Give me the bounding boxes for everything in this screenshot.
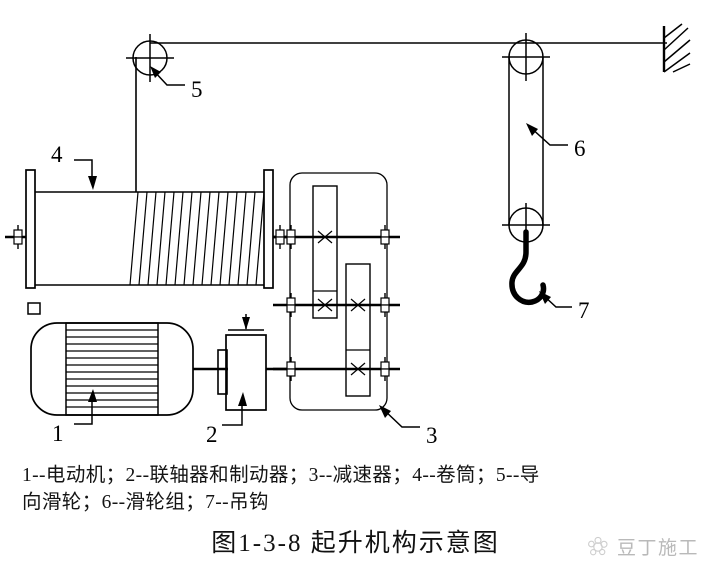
- drum-bearing-right: [275, 225, 285, 249]
- callout-label-7: 7: [578, 298, 590, 323]
- callout-label-4: 4: [51, 142, 63, 167]
- drum-bearing-left: [13, 225, 23, 249]
- gearbox-bearing-upper-left: [286, 225, 296, 249]
- drum-rope-coils: [129, 191, 265, 286]
- leader-arrowhead-2: [238, 392, 247, 406]
- gearbox-bearing-upper-right: [380, 225, 390, 249]
- callout-label-6: 6: [574, 136, 586, 161]
- coupling-brake-flange: [217, 349, 228, 395]
- hook-assembly: [509, 229, 547, 306]
- gearbox-gear-lower-right: [345, 263, 371, 397]
- gear-x-mark-upper-left: [317, 230, 333, 244]
- leader-arrowhead-3: [379, 405, 391, 418]
- watermark: 豆丁施工: [586, 533, 699, 560]
- leader-line-1: [74, 398, 93, 425]
- callout-leaders: [74, 66, 572, 428]
- wall-anchor: [662, 23, 691, 73]
- pulley-block-assembly: [502, 33, 550, 247]
- hook-shank-and-curve: [509, 229, 547, 306]
- callout-label-2: 2: [206, 422, 218, 447]
- motor-core: [65, 322, 159, 416]
- figure-title: 图1-3-8 起升机构示意图: [211, 530, 500, 557]
- gear-x-mark-lower-right-mid: [350, 298, 366, 312]
- gear-x-mark-lower-right: [350, 362, 366, 376]
- flower-logo-icon: [586, 535, 610, 559]
- leader-line-6: [529, 126, 568, 146]
- gearbox-bearing-middle-left: [286, 293, 296, 317]
- gearbox-bearing-lower-left: [286, 357, 296, 381]
- motor-cooling-fins: [66, 329, 158, 408]
- wall-anchor-hatching: [663, 23, 691, 73]
- callout-label-5: 5: [191, 77, 203, 102]
- gearbox-housing: [289, 172, 388, 411]
- coupling-brake-body: [225, 334, 267, 411]
- figure-title-row: 图1-3-8 起升机构示意图 豆丁施工: [0, 527, 711, 569]
- motor-assembly: [27, 302, 228, 416]
- callout-label-3: 3: [426, 423, 438, 448]
- gear-x-mark-upper-left-mid: [317, 298, 333, 312]
- figure-caption: 1--电动机；2--联轴器和制动器；3--减速器；4--卷筒；5--导 向滑轮；…: [22, 462, 694, 516]
- callout-label-1: 1: [52, 421, 64, 446]
- gearbox-gear-upper-left: [312, 185, 338, 319]
- leader-line-4: [74, 159, 93, 180]
- motor-terminal-box: [27, 302, 41, 315]
- leader-arrowhead-7: [539, 291, 551, 304]
- caption-line-2: 向滑轮；6--滑轮组；7--吊钩: [22, 492, 269, 513]
- watermark-text: 豆丁施工: [616, 538, 699, 559]
- caption-line-1: 1--电动机；2--联轴器和制动器；3--减速器；4--卷筒；5--导: [22, 465, 540, 486]
- brake-actuator-arrowhead: [242, 317, 250, 330]
- gearbox-bearing-middle-right: [380, 293, 390, 317]
- leader-arrowhead-4: [88, 176, 97, 190]
- leader-arrowhead-5: [150, 66, 161, 78]
- drum-assembly: [5, 169, 292, 289]
- gearbox-bearing-lower-right: [380, 357, 390, 381]
- leader-arrowhead-6: [526, 123, 538, 136]
- leader-arrowhead-1: [88, 389, 97, 402]
- drum-flange-right: [263, 169, 274, 289]
- leader-line-2: [222, 402, 243, 426]
- coupling-brake-assembly: [217, 314, 292, 411]
- guide-pulley-assembly: [126, 34, 174, 82]
- rope-system: [135, 42, 667, 192]
- gearbox-assembly: [273, 172, 400, 411]
- drum-flange-left: [25, 169, 36, 289]
- leader-line-3: [382, 408, 420, 428]
